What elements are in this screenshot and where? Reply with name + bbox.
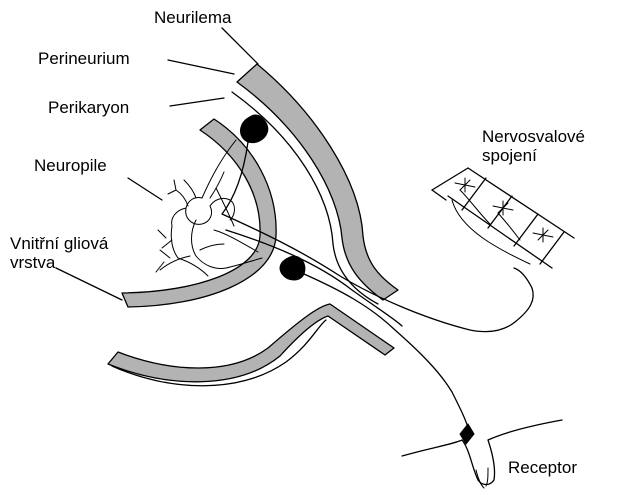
perikaryon-cell-upper (241, 115, 268, 143)
label-glial-layer-line1: Vnitřní gliová (10, 234, 108, 254)
label-glial-layer-line2: vrstva (10, 253, 55, 273)
label-junction-line1: Nervosvalové (482, 127, 585, 147)
glial-layer-band (122, 119, 276, 307)
leader-perineurium (168, 60, 234, 74)
label-junction-line2: spojení (482, 146, 537, 166)
lower-sheath-band (108, 304, 394, 382)
label-perineurium: Perineurium (38, 49, 130, 69)
leader-glial-layer (56, 268, 122, 300)
leader-neuropile (128, 178, 162, 200)
label-neurilema: Neurilema (154, 8, 231, 28)
label-receptor: Receptor (508, 458, 577, 478)
junction-axon (514, 268, 533, 322)
leader-perikaryon (170, 98, 224, 106)
label-perikaryon: Perikaryon (48, 98, 129, 118)
label-neuropile: Neuropile (34, 156, 107, 176)
leader-neurilema (222, 28, 258, 64)
neuromuscular-junction (432, 168, 574, 268)
